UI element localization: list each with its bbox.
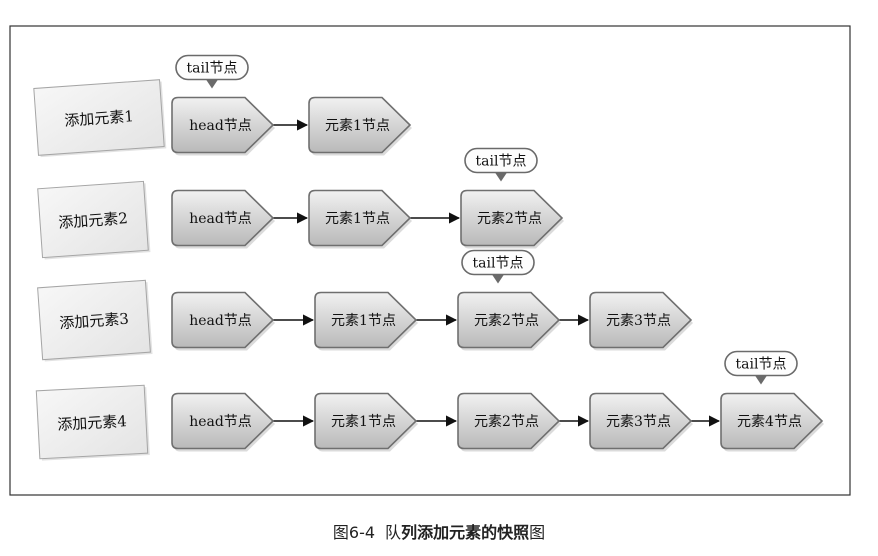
queue-node: head节点 [171, 189, 275, 249]
queue-node-label: 元素2节点 [474, 313, 539, 329]
queue-node-label: 元素2节点 [477, 211, 542, 227]
row-label-card: 添加元素4 [35, 384, 150, 461]
row-label: 添加元素3 [59, 310, 130, 333]
queue-node-label: head节点 [189, 118, 252, 134]
row-label: 添加元素1 [64, 107, 135, 130]
queue-node-label: 元素1节点 [325, 211, 390, 227]
queue-node-label: 元素1节点 [331, 414, 396, 430]
tail-callout: tail节点 [175, 54, 249, 89]
queue-row-4: 添加元素4 head节点 元素1节点 元素2节点 元素3节点 元素4节点 tail节点 [35, 350, 824, 461]
queue-node-label: 元素2节点 [474, 414, 539, 430]
row-label: 添加元素2 [58, 209, 129, 232]
queue-node: 元素1节点 [308, 189, 412, 249]
queue-node: 元素2节点 [460, 189, 564, 249]
queue-row-3: 添加元素3 head节点 元素1节点 元素2节点 元素3节点 tail节点 [37, 249, 693, 362]
queue-node-label: head节点 [189, 414, 252, 430]
caption-text-end: 图 [529, 523, 546, 542]
tail-label: tail节点 [473, 256, 524, 272]
queue-node-label: 元素1节点 [325, 118, 390, 134]
queue-node-label: 元素4节点 [737, 414, 802, 430]
caption-text-bold: 列添加元素的快照 [401, 523, 530, 542]
tail-callout: tail节点 [461, 249, 535, 284]
caption-number: 图6-4 [332, 523, 376, 542]
queue-node-label: 元素3节点 [606, 414, 671, 430]
queue-row-1: 添加元素1 head节点 元素1节点 tail节点 [33, 54, 412, 158]
queue-node: 元素2节点 [457, 392, 561, 452]
tail-label: tail节点 [736, 357, 787, 373]
row-label: 添加元素4 [57, 412, 127, 434]
tail-callout: tail节点 [724, 350, 798, 385]
row-label-card: 添加元素1 [33, 79, 167, 158]
figure-caption: 图6-4 队列添加元素的快照图 [0, 519, 878, 543]
tail-label: tail节点 [187, 61, 238, 77]
queue-node: 元素1节点 [314, 392, 418, 452]
queue-node-label: head节点 [189, 211, 252, 227]
queue-node-label: 元素1节点 [331, 313, 396, 329]
tail-label: tail节点 [476, 154, 527, 170]
row-label-card: 添加元素2 [37, 180, 151, 260]
row-label-card: 添加元素3 [37, 279, 153, 362]
queue-node: head节点 [171, 291, 275, 351]
queue-node: 元素1节点 [308, 96, 412, 156]
queue-node: 元素4节点 [720, 392, 824, 452]
queue-node: head节点 [171, 96, 275, 156]
queue-node-label: head节点 [189, 313, 252, 329]
tail-callout: tail节点 [464, 147, 538, 182]
queue-node: 元素2节点 [457, 291, 561, 351]
caption-text-regular: 队 [385, 523, 402, 542]
queue-node: 元素3节点 [589, 291, 693, 351]
queue-row-2: 添加元素2 head节点 元素1节点 元素2节点 tail节点 [37, 147, 564, 260]
queue-node: 元素1节点 [314, 291, 418, 351]
queue-node: 元素3节点 [589, 392, 693, 452]
queue-node: head节点 [171, 392, 275, 452]
queue-node-label: 元素3节点 [606, 313, 671, 329]
